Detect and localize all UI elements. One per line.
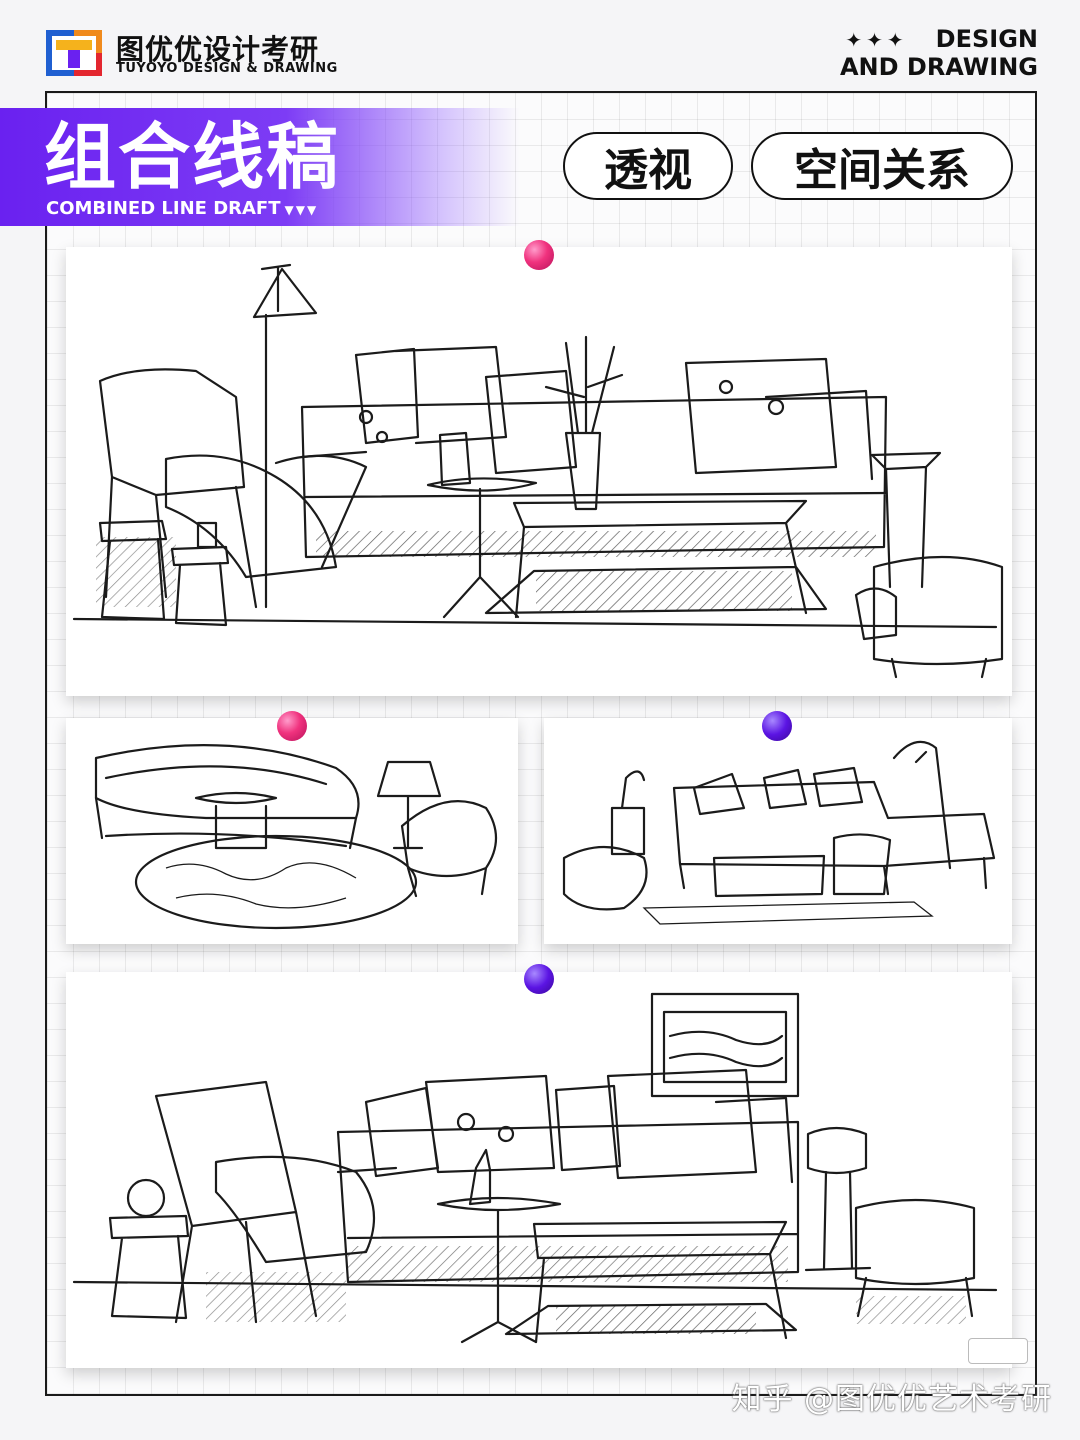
sketch-card-2 [66,718,518,944]
tag-perspective: 透视 [563,132,733,200]
sketch-card-1 [66,247,1012,696]
lounge-set-sketch-icon [72,992,998,1344]
brand-name-en: TUYOYO DESIGN & DRAWING [116,61,338,76]
subtitle-text: COMBINED LINE DRAFT [46,198,281,219]
pin-2 [277,711,307,741]
pin-4 [524,964,554,994]
logo-t-icon [46,30,102,76]
title-band [0,108,520,226]
tag-spatial-relation: 空间关系 [751,132,1013,200]
sketch-card-4 [66,972,1012,1368]
tagline: ✦✦✦ DESIGN AND DRAWING [840,26,1038,81]
watermark: 知乎 @图优优艺术考研 [731,1382,1052,1417]
curved-sofa-sketch-icon [94,744,497,930]
corner-stamp [968,1338,1028,1364]
stars-icon: ✦✦✦ [845,28,908,52]
brand-logo [46,30,102,76]
page-subtitle: COMBINED LINE DRAFT▼▼▼ [46,198,318,219]
page-title: 组合线稿 [44,115,341,199]
sectional-sofa-sketch-icon [562,740,996,925]
arrow-down-icon: ▼▼▼ [284,203,319,217]
pin-1 [524,240,554,270]
living-room-sketch-icon [72,263,1004,679]
brand-name-cn: 图优优设计考研 [116,33,320,66]
pin-3 [762,711,792,741]
tagline-line2: AND DRAWING [839,53,1038,81]
sketch-card-3 [544,718,1012,944]
tagline-line1: DESIGN [935,25,1038,53]
